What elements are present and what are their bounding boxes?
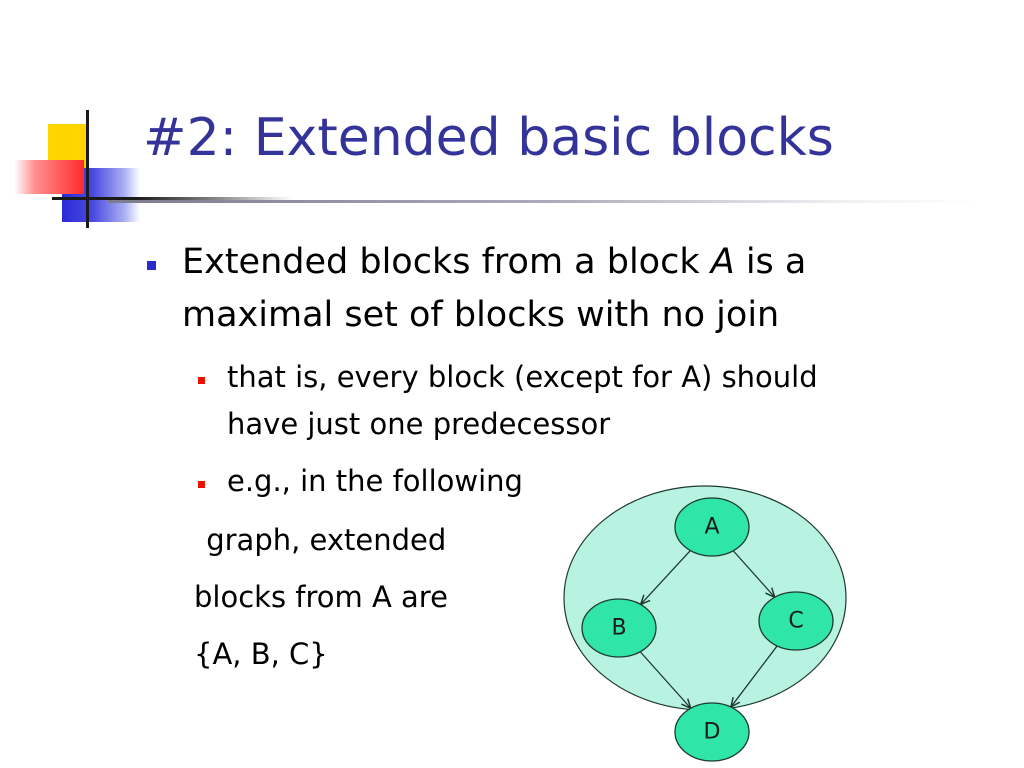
sub-bullet-2-line-1: e.g., in the following	[227, 464, 523, 498]
node-d: D	[674, 702, 750, 762]
node-d-label: D	[704, 720, 721, 745]
edge-a-c	[732, 550, 775, 597]
bullet-marker	[147, 261, 156, 270]
bullet-1-line-1: Extended blocks from a block A is a	[182, 236, 806, 288]
logo-horizontal-line	[52, 197, 292, 200]
continuation-line-2: blocks from A are	[194, 580, 448, 614]
logo-vertical-line	[86, 110, 89, 228]
sub-bullet-1-line-1: that is, every block (except for A) shou…	[227, 360, 818, 394]
edge-b-d	[639, 651, 691, 709]
node-c: C	[758, 591, 834, 651]
sub-bullet-marker	[198, 481, 205, 488]
node-c-shape	[758, 591, 834, 651]
node-b-label: B	[611, 616, 626, 641]
bullet-1-text: Extended blocks from a block	[182, 242, 711, 282]
node-a: A	[674, 497, 750, 557]
logo-red-square	[14, 160, 84, 194]
edge-a-b	[641, 550, 691, 605]
node-b: B	[581, 598, 657, 658]
slide-title: #2: Extended basic blocks	[143, 108, 834, 168]
sub-bullet-marker	[198, 377, 205, 384]
continuation-line-3: {A, B, C}	[194, 637, 328, 671]
bullet-1-text-after: is a	[734, 242, 807, 282]
sub-bullet-1-line-2: have just one predecessor	[227, 407, 611, 441]
node-b-shape	[581, 598, 657, 658]
node-a-label: A	[704, 515, 719, 540]
title-underline	[108, 200, 978, 203]
edge-c-d	[731, 645, 778, 707]
node-c-label: C	[788, 609, 803, 634]
bullet-1-italic: A	[710, 242, 735, 282]
continuation-line-1: graph, extended	[197, 523, 447, 557]
node-d-shape	[674, 702, 750, 762]
node-a-shape	[674, 497, 750, 557]
bullet-1-line-2: maximal set of blocks with no join	[182, 295, 780, 335]
